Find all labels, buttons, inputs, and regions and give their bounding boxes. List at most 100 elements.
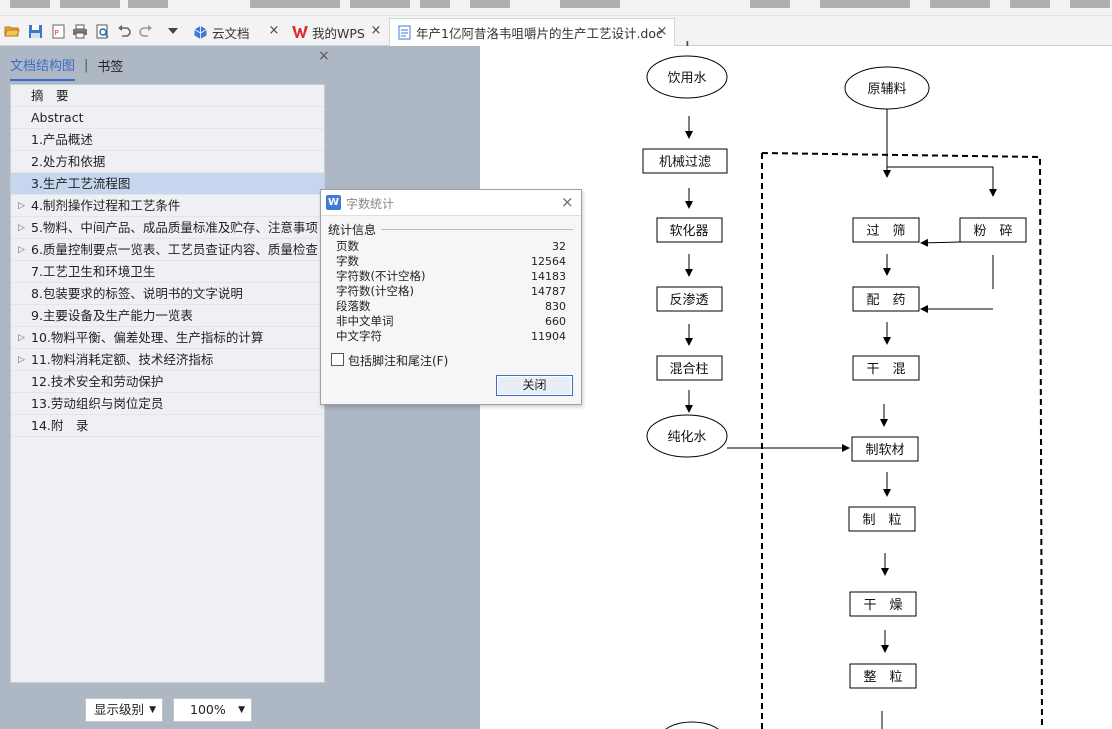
outline-item[interactable]: 2.处方和依据	[11, 151, 324, 173]
zoom-value: 100%	[190, 702, 226, 717]
customize-dropdown-icon[interactable]	[166, 21, 180, 41]
stat-value: 14787	[531, 285, 566, 298]
close-button[interactable]: 关闭	[496, 375, 573, 396]
stat-row: 字符数(计空格) 14787	[336, 284, 566, 299]
outline-item-label: 5.物料、中间产品、成品质量标准及贮存、注意事项	[31, 220, 318, 235]
save-icon[interactable]	[27, 21, 43, 41]
flow-node: 制 粒	[848, 506, 916, 532]
pane-tabs: 文档结构图 | 书签	[10, 54, 124, 81]
stat-label: 字符数(计空格)	[336, 284, 414, 298]
word-doc-icon	[396, 25, 412, 41]
expand-arrow-icon[interactable]: ▷	[18, 333, 25, 343]
flow-node: 反渗透	[656, 286, 723, 312]
expand-arrow-icon[interactable]: ▷	[18, 223, 25, 233]
node-label: 干 燥	[863, 598, 902, 613]
expand-arrow-icon[interactable]: ▷	[18, 355, 25, 365]
dashed-boundary	[761, 152, 1043, 729]
outline-item[interactable]: Abstract	[11, 107, 324, 129]
wps-logo-icon	[292, 24, 308, 40]
outline-item[interactable]: 12.技术安全和劳动保护	[11, 371, 324, 393]
node-label: 机械过滤	[659, 155, 711, 170]
wps-writer-icon: W	[326, 195, 341, 210]
outline-item[interactable]: ▷ 10.物料平衡、偏差处理、生产指标的计算	[11, 327, 324, 349]
node-label: 制软材	[865, 443, 904, 458]
outline-item[interactable]: 8.包装要求的标签、说明书的文字说明	[11, 283, 324, 305]
tab-document[interactable]: 年产1亿阿昔洛韦咀嚼片的生产工艺设计.doc ×	[389, 18, 675, 47]
outline-item-label: Abstract	[31, 110, 84, 125]
outline-item[interactable]: 摘 要	[11, 85, 324, 107]
stat-label: 页数	[336, 239, 359, 253]
flow-node: 饮用水	[646, 55, 728, 99]
expand-arrow-icon[interactable]: ▷	[18, 245, 25, 255]
outline-item-label: 14.附 录	[31, 418, 89, 433]
include-footnotes-label[interactable]: 包括脚注和尾注(F)	[348, 354, 449, 368]
print-icon[interactable]	[72, 21, 88, 41]
outline-item[interactable]: ▷11.物料消耗定额、技术经济指标	[11, 349, 324, 371]
outline-item[interactable]: ▷4.制剂操作过程和工艺条件	[11, 195, 324, 217]
display-level-select[interactable]: 显示级别 ▼	[85, 698, 163, 722]
outline-item[interactable]: 3.生产工艺流程图	[11, 173, 324, 195]
node-label: 粉 碎	[973, 224, 1012, 239]
tab-my-wps[interactable]: 我的WPS ×	[286, 18, 388, 46]
tab-bookmarks[interactable]: 书签	[97, 59, 124, 75]
outline-item-label: 10.物料平衡、偏差处理、生产指标的计算	[31, 330, 264, 345]
expand-arrow-icon[interactable]: ▷	[18, 201, 25, 211]
dialog-titlebar[interactable]: W 字数统计 ×	[321, 190, 581, 216]
export-pdf-icon[interactable]: P	[50, 21, 66, 41]
print-preview-icon[interactable]	[94, 21, 110, 41]
open-folder-icon[interactable]	[4, 21, 20, 41]
svg-text:P: P	[54, 29, 58, 37]
document-page[interactable]: 饮用水 机械过滤 软化器 反渗透 混合柱 纯化水	[480, 46, 1112, 729]
flow-node: 整 粒	[849, 663, 917, 689]
outline-item-label: 2.处方和依据	[31, 154, 106, 169]
stat-value: 830	[545, 300, 566, 313]
outline-item[interactable]: 7.工艺卫生和环境卫生	[11, 261, 324, 283]
stat-label: 字数	[336, 254, 359, 268]
flow-arrow	[920, 238, 961, 247]
flow-node: 原辅料	[844, 66, 930, 110]
outline-item-label: 摘 要	[31, 88, 69, 103]
navigation-pane: 文档结构图 | 书签 × 摘 要 Abstract 1.产品概述 2.处方和依据 3.生…	[0, 46, 335, 729]
stat-value: 11904	[531, 330, 566, 343]
pane-tab-separator: |	[84, 57, 89, 73]
outline-item[interactable]: ▷6.质量控制要点一览表、工艺员查证内容、质量检查 ...	[11, 239, 324, 261]
close-icon[interactable]: ×	[656, 24, 668, 39]
flow-node: 制软材	[851, 436, 919, 462]
cloud-doc-icon	[192, 24, 208, 40]
include-footnotes-checkbox[interactable]	[331, 353, 344, 366]
close-icon[interactable]: ×	[370, 23, 382, 38]
outline-item-label: 9.主要设备及生产能力一览表	[31, 308, 193, 323]
flow-node: 过 筛	[852, 217, 920, 243]
outline-item[interactable]: 1.产品概述	[11, 129, 324, 151]
tab-document-outline[interactable]: 文档结构图	[10, 55, 76, 81]
close-icon[interactable]: ×	[561, 193, 574, 211]
zoom-select[interactable]: 100% ▼	[173, 698, 252, 722]
chevron-down-icon: ▼	[238, 705, 245, 715]
tab-cloud-docs[interactable]: 云文档 ×	[186, 18, 286, 46]
outline-item[interactable]: 13.劳动组织与岗位定员	[11, 393, 324, 415]
close-icon[interactable]: ×	[268, 23, 280, 38]
chevron-down-icon: ▼	[149, 705, 156, 715]
flow-node: 软化器	[656, 217, 723, 243]
flow-node-partial	[665, 721, 719, 729]
node-label: 原辅料	[867, 82, 906, 97]
node-label: 过 筛	[866, 224, 905, 239]
ribbon-remnant	[0, 0, 1112, 16]
node-label: 整 粒	[863, 670, 902, 685]
flow-node: 机械过滤	[642, 148, 728, 174]
outline-item[interactable]: 14.附 录	[11, 415, 324, 437]
close-icon[interactable]: ×	[318, 48, 330, 64]
stat-label: 非中文单词	[336, 314, 394, 328]
node-label: 干 混	[866, 362, 905, 377]
group-divider	[381, 229, 573, 230]
dialog-title: 字数统计	[346, 197, 395, 211]
redo-icon[interactable]	[138, 21, 154, 41]
outline-item[interactable]: 9.主要设备及生产能力一览表	[11, 305, 324, 327]
outline-item[interactable]: ▷ 5.物料、中间产品、成品质量标准及贮存、注意事项	[11, 217, 324, 239]
undo-icon[interactable]	[116, 21, 132, 41]
